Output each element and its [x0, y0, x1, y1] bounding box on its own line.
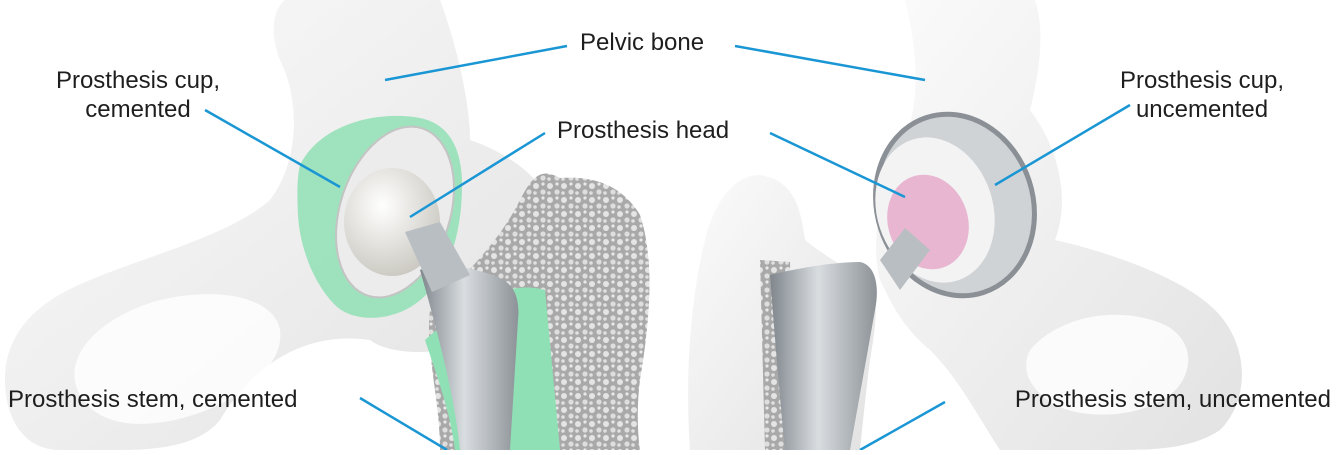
label-cup-cemented-line1: Prosthesis cup, [8, 66, 268, 95]
label-cup-uncemented-line2: uncemented [1072, 95, 1332, 124]
label-pelvic-bone: Pelvic bone [580, 28, 704, 57]
leader-stem-uncemented [860, 402, 945, 450]
label-stem-cemented: Prosthesis stem, cemented [8, 385, 297, 414]
leader-pelvic-bone-right [735, 46, 925, 80]
label-cup-cemented: Prosthesis cup, cemented [8, 66, 268, 124]
label-cup-uncemented-line1: Prosthesis cup, [1072, 66, 1332, 95]
label-prosthesis-head: Prosthesis head [557, 116, 729, 145]
label-cup-uncemented: Prosthesis cup, uncemented [1072, 66, 1332, 124]
label-cup-cemented-line2: cemented [8, 95, 268, 124]
leader-stem-cemented [360, 398, 447, 450]
label-stem-uncemented: Prosthesis stem, uncemented [1015, 385, 1331, 414]
